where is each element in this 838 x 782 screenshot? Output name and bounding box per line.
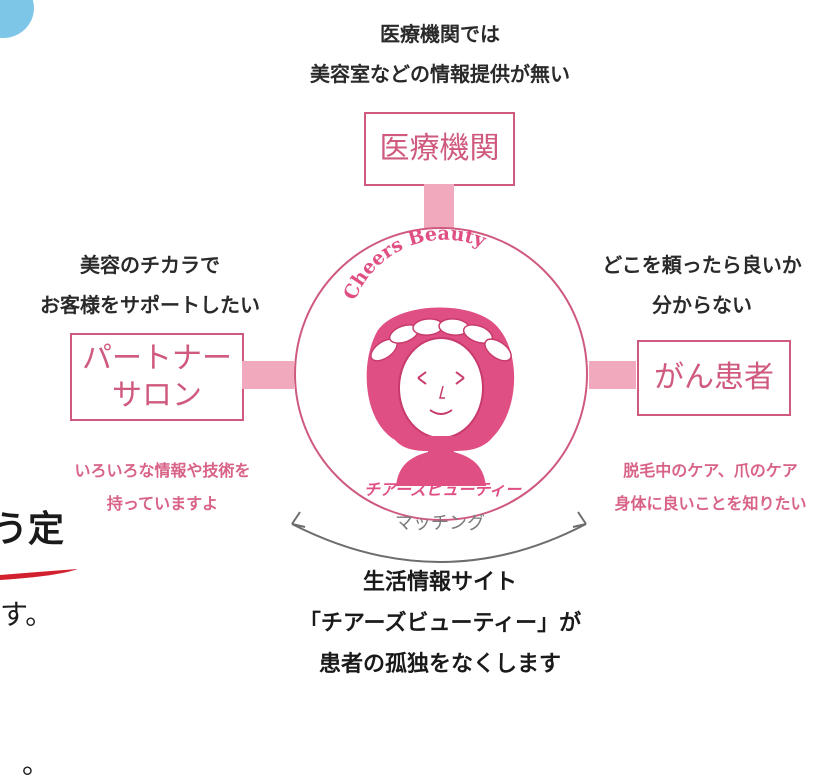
matching-arrow: [291, 523, 587, 563]
right-heading-line2: 分からない: [652, 293, 752, 317]
laurel-wreath: [370, 318, 512, 362]
left-connector: [242, 361, 294, 389]
partner-salon-line2: サロン: [112, 378, 202, 413]
mouth: [429, 409, 453, 415]
face-shape: [398, 337, 484, 439]
right-eye: [455, 371, 465, 385]
left-heading: 美容のチカラで お客様をサポートしたい: [0, 245, 300, 325]
left-subtext-line1: いろいろな情報や技術を: [74, 461, 251, 480]
cancer-patient-box: がん患者: [637, 340, 791, 416]
right-connector: [589, 361, 636, 389]
nose: [439, 385, 445, 399]
matching-label: マッチング: [395, 513, 485, 534]
matching-arrow-left-head: [291, 511, 306, 528]
red-brush-stroke: [0, 569, 78, 580]
left-fragment-line1: す。: [0, 598, 54, 631]
left-eye: [417, 371, 427, 385]
matching-arrow-right-head: [572, 511, 587, 528]
left-heading-line1: 美容のチカラで: [80, 253, 220, 277]
left-heading-line2: お客様をサポートしたい: [40, 293, 260, 317]
medical-institution-label: 医療機関: [379, 131, 500, 167]
bottom-message: 生活情報サイト 「チアーズビューティー」が 患者の孤独をなくします: [190, 562, 690, 685]
cancer-patient-label: がん患者: [654, 360, 774, 396]
right-subtext: 脱毛中のケア、爪のケア 身体に良いことを知りたい: [583, 454, 838, 520]
left-fragment-heading: う定: [0, 509, 65, 550]
top-heading-line2: 美容室などの情報提供が無い: [310, 62, 570, 86]
top-heading: 医療機関では 美容室などの情報提供が無い: [230, 14, 650, 94]
right-subtext-line1: 脱毛中のケア、爪のケア: [623, 461, 798, 480]
logo-name: チアーズビューティー: [363, 480, 522, 499]
bottom-message-line3: 患者の孤独をなくします: [318, 652, 561, 677]
right-heading: どこを頼ったら良いか 分からない: [566, 245, 838, 325]
left-subtext: いろいろな情報や技術を 持っていますよ: [35, 454, 290, 520]
left-subtext-line2: 持っていますよ: [106, 494, 219, 513]
top-heading-line1: 医療機関では: [380, 22, 500, 46]
bottom-message-line2: 「チアーズビューティー」が: [298, 611, 582, 636]
bottom-message-line1: 生活情報サイト: [362, 570, 517, 595]
right-heading-line1: どこを頼ったら良いか: [602, 253, 802, 277]
right-subtext-line2: 身体に良いことを知りたい: [614, 494, 807, 513]
left-fragment-line2: 。: [22, 747, 51, 780]
top-connector: [424, 184, 454, 234]
body-shape: [396, 436, 486, 486]
partner-salon-line1: パートナー: [82, 340, 232, 376]
